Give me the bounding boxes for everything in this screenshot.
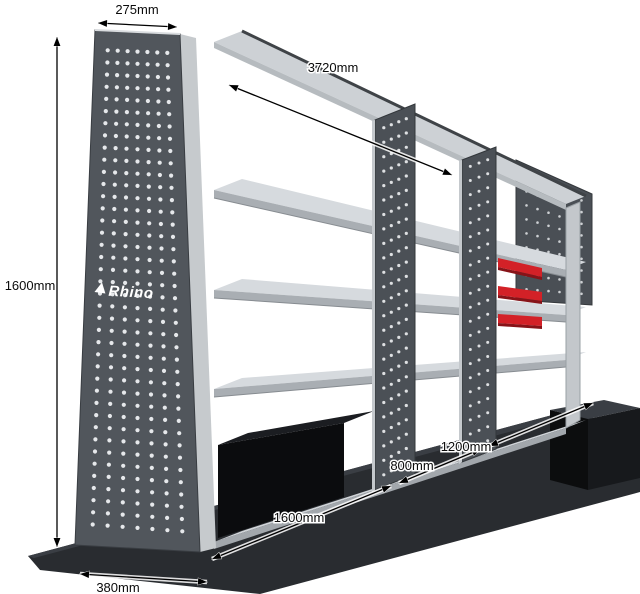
upright-perforations xyxy=(382,117,408,477)
undershelf-box xyxy=(218,411,374,538)
wheel-step-front xyxy=(588,408,640,490)
dimension-base-depth-label: 380mm xyxy=(96,580,139,594)
upright-front-edge xyxy=(372,120,375,492)
upright-mid-1 xyxy=(372,103,416,492)
red-tray-lip xyxy=(498,323,542,329)
rhino-horn-icon xyxy=(94,282,106,294)
red-tray xyxy=(498,314,542,326)
end-upright-right xyxy=(565,201,581,429)
red-tray xyxy=(498,258,542,277)
undershelf-box-top xyxy=(218,411,374,445)
red-tray-lip xyxy=(498,267,542,280)
dimension-total-length-label: 3720mm xyxy=(308,60,359,75)
dimension-panel-depth-label: 275mm xyxy=(115,2,158,17)
red-tray-lip xyxy=(498,295,542,304)
dimension-height-label: 1600mm xyxy=(5,278,56,293)
brand-name: Rhino xyxy=(108,283,154,302)
end-panel-top-edge xyxy=(94,29,181,35)
dimension-bay1-label: 1600mm xyxy=(274,510,325,525)
end-panel-side-edge xyxy=(180,34,216,552)
red-tray-group xyxy=(498,258,542,329)
upright-face xyxy=(374,103,416,491)
end-panel-perforations xyxy=(90,48,185,534)
upright-mid-2 xyxy=(459,146,497,464)
upright-perforations xyxy=(468,158,490,450)
end-panel-left: Rhino xyxy=(74,29,216,553)
red-tray xyxy=(498,286,542,301)
undershelf-box-front xyxy=(218,423,344,538)
dimension-arrows xyxy=(53,19,595,586)
dimension-bay2-label: 800mm xyxy=(390,458,433,473)
rhino-logo: Rhino xyxy=(94,282,154,302)
dimension-bay3-label: 1200mm xyxy=(441,439,492,454)
upright-front-edge xyxy=(459,160,462,464)
